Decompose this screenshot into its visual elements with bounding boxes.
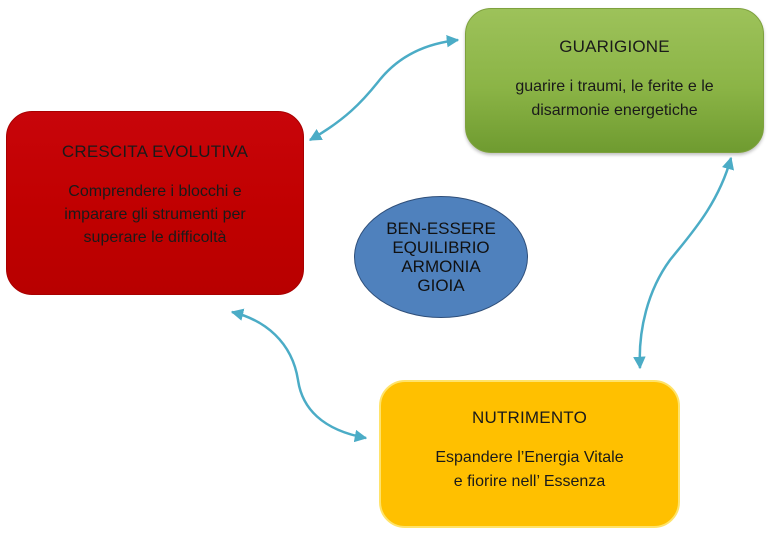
node-description: guarire i traumi, le ferite e le disarmo…	[480, 75, 749, 123]
center-line: GIOIA	[417, 276, 465, 295]
node-description-line: superare le difficoltà	[83, 229, 227, 246]
node-description-line: e fiorire nell’ Essenza	[453, 473, 606, 490]
node-description-line: imparare gli strumenti per	[64, 206, 246, 223]
node-title: CRESCITA EVOLUTIVA	[61, 142, 249, 161]
arrow-guarigione-nutrimento	[633, 156, 735, 370]
arrow-crescita-guarigione	[308, 34, 460, 142]
node-guarigione: GUARIGIONE guarire i traumi, le ferite e…	[465, 8, 764, 153]
node-title: NUTRIMENTO	[471, 408, 587, 427]
center-line: BEN-ESSERE	[386, 219, 496, 238]
node-description-line: Comprendere i blocchi e	[68, 183, 242, 200]
node-title: GUARIGIONE	[559, 37, 670, 56]
node-description: Espandere l’Energia Vitale e fiorire nel…	[395, 446, 664, 494]
node-description-line: disarmonie energetiche	[531, 102, 698, 119]
center-line: EQUILIBRIO	[392, 238, 490, 257]
node-description-line: guarire i traumi, le ferite e le	[515, 78, 714, 95]
arrow-nutrimento-crescita	[230, 308, 368, 443]
node-description: Comprendere i blocchi e imparare gli str…	[21, 180, 289, 249]
center-node-ellipse: BEN-ESSERE EQUILIBRIO ARMONIA GIOIA	[354, 196, 528, 318]
center-line: ARMONIA	[401, 257, 481, 276]
node-crescita-evolutiva: CRESCITA EVOLUTIVA Comprendere i blocchi…	[6, 111, 304, 295]
node-description-line: Espandere l’Energia Vitale	[435, 449, 624, 466]
node-nutrimento: NUTRIMENTO Espandere l’Energia Vitale e …	[379, 380, 680, 528]
